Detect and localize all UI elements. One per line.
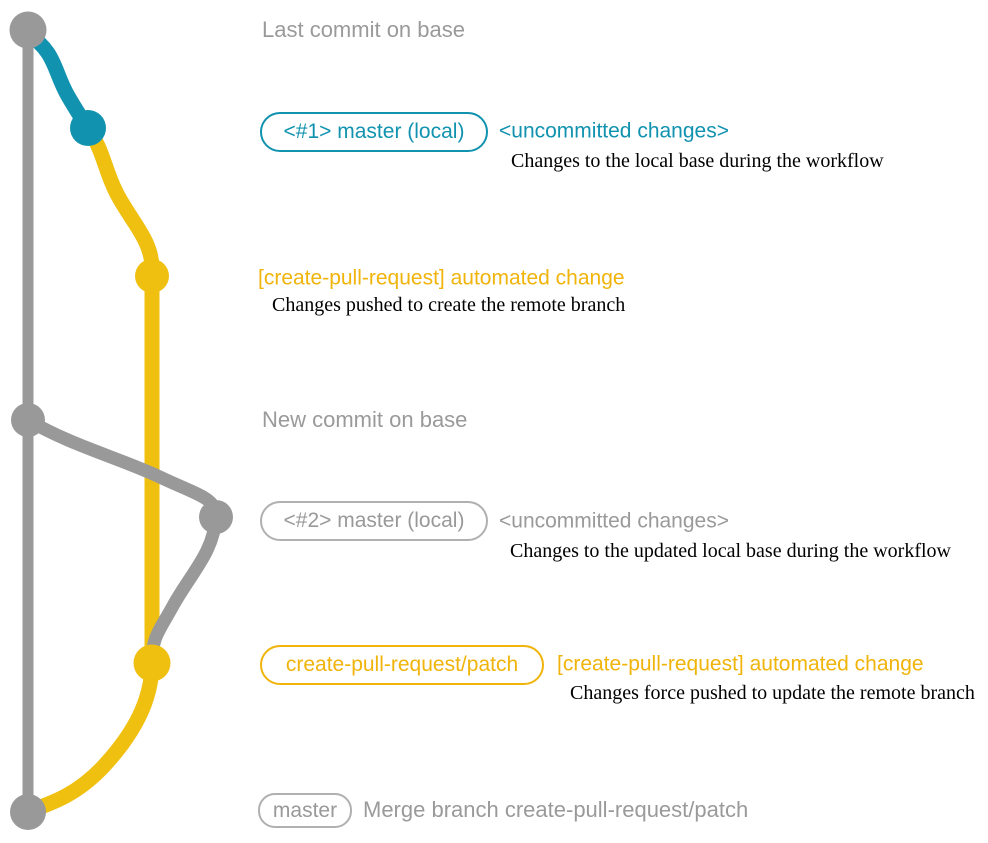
commit-node-new-base xyxy=(11,403,45,437)
uncommitted-changes-label-2: <uncommitted changes> xyxy=(499,509,729,533)
commit-node-master-local-1 xyxy=(70,110,106,146)
commit-node-automated-change-2 xyxy=(133,644,171,682)
branch-tag-master: master xyxy=(258,793,352,828)
commit-node-automated-change-1 xyxy=(135,259,169,293)
note-local-base: Changes to the local base during the wor… xyxy=(511,150,884,172)
note-push-create: Changes pushed to create the remote bran… xyxy=(272,294,626,316)
branch-tag-create-pull-request-patch: create-pull-request/patch xyxy=(260,645,544,685)
automated-change-label-1: [create-pull-request] automated change xyxy=(258,266,625,290)
base-update-curve xyxy=(21,413,223,523)
commit-node-merge xyxy=(10,794,46,830)
rebase-merge-curve xyxy=(145,509,223,669)
note-updated-local-base: Changes to the updated local base during… xyxy=(510,540,951,562)
uncommitted-changes-label-1: <uncommitted changes> xyxy=(499,119,729,143)
commit-node-last-base xyxy=(9,11,47,49)
note-force-push-update: Changes force pushed to update the remot… xyxy=(570,682,975,704)
new-commit-label: New commit on base xyxy=(262,406,468,432)
branch-tag-master-local-1: <#1> master (local) xyxy=(260,112,488,152)
merge-branch-label: Merge branch create-pull-request/patch xyxy=(363,796,749,822)
commit-node-master-local-2 xyxy=(199,500,233,534)
last-commit-label: Last commit on base xyxy=(262,16,465,42)
automated-change-label-2: [create-pull-request] automated change xyxy=(557,652,924,676)
branch-tag-master-local-2: <#2> master (local) xyxy=(260,501,488,541)
